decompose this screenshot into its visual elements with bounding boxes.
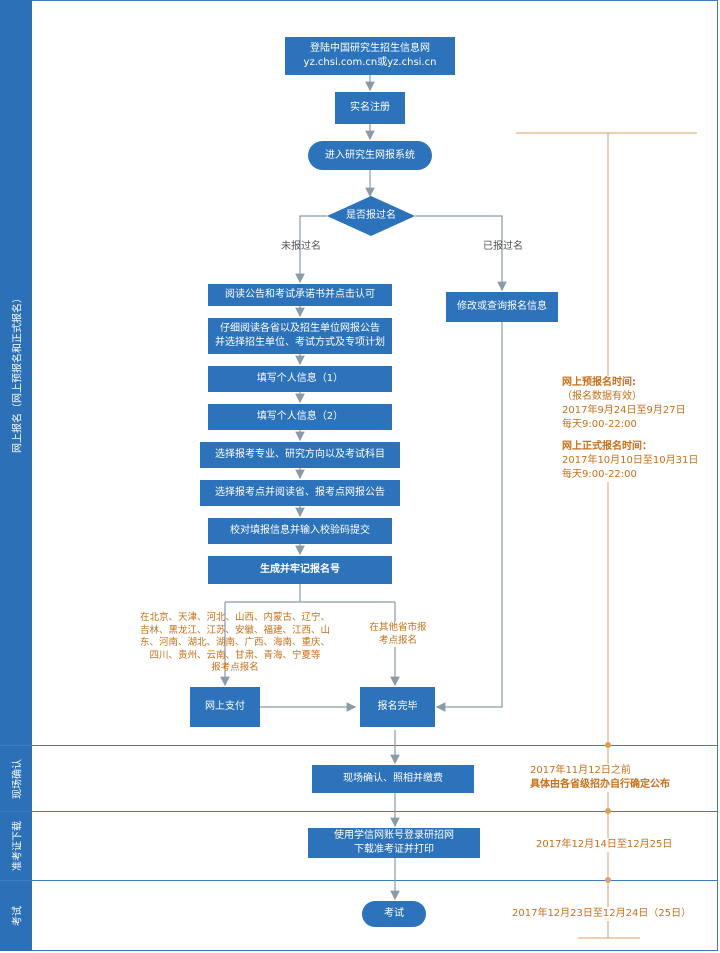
- register-node: 实名注册: [335, 92, 405, 124]
- download-line-1: 使用学信网账号登录研招网: [334, 830, 454, 841]
- verify-submit-node: 校对填报信息并输入校验码提交: [208, 518, 392, 544]
- choose-site-label: 选择报考点并阅读省、报考点网报公告: [215, 487, 385, 498]
- arrow: [415, 215, 507, 292]
- generate-number-node: 生成并牢记报名号: [208, 556, 392, 584]
- verify-submit-label: 校对填报信息并输入校验码提交: [230, 525, 370, 536]
- generate-number-label: 生成并牢记报名号: [260, 564, 340, 575]
- exam-node: 考试: [362, 901, 426, 927]
- pre-registration-title: 网上预报名时间:: [562, 377, 636, 388]
- read-details-line-1: 仔细阅读各省以及招生单位网报公告: [220, 323, 380, 334]
- province-note: 在北京、天津、河北、山西、内蒙古、辽宁、 吉林、黑龙江、江苏、安徽、福建、江西、…: [120, 612, 350, 675]
- arrow: [435, 322, 503, 712]
- province-note-line: 东、河南、湖北、湖南、广西、海南、重庆、: [139, 637, 330, 648]
- branch-not-registered: 未报过名: [281, 241, 321, 252]
- province-note-line: 四川、贵州、云南、甘肃、青海、宁夏等: [149, 649, 321, 661]
- registration-done-node: 报名完毕: [360, 687, 435, 727]
- confirm-time-info: 2017年11月12日之前 具体由各省级招办自行确定公布: [530, 764, 710, 792]
- modify-info-node: 修改或查询报名信息: [446, 292, 558, 322]
- lane-ticket-download: 准考证下载: [0, 812, 32, 880]
- timeline-marker: [605, 808, 611, 814]
- register-label: 实名注册: [350, 102, 390, 113]
- lane-onsite-confirm: 现场确认: [0, 746, 32, 811]
- province-note-line: 在北京、天津、河北、山西、内蒙古、辽宁、: [139, 612, 330, 623]
- read-details-node: 仔细阅读各省以及招生单位网报公告并选择招生单位、考试方式及专项计划: [208, 318, 392, 354]
- fill-info-1-node: 填写个人信息（1）: [208, 366, 392, 392]
- enter-system-label: 进入研究生网报系统: [325, 149, 415, 161]
- lane-divider: [0, 745, 718, 746]
- province-note-line: 报考点报名: [211, 662, 259, 673]
- login-node: 登陆中国研究生招生信息网 yz.chsi.com.cn或yz.chsi.cn: [285, 37, 455, 75]
- exam-label: 考试: [384, 908, 404, 919]
- login-line-1: 登陆中国研究生招生信息网: [310, 43, 430, 54]
- fill-info-2-label: 填写个人信息（2）: [256, 411, 344, 422]
- other-note-line: 考点报名: [378, 634, 417, 646]
- pre-registration-note: （报名数据有效）: [562, 391, 642, 402]
- enter-system-node: 进入研究生网报系统: [308, 141, 432, 170]
- pre-registration-dates: 2017年9月24日至9月27日: [562, 405, 686, 416]
- timeline-marker: [605, 742, 611, 748]
- read-announcement-node: 阅读公告和考试承诺书并点击认可: [208, 284, 392, 306]
- fill-info-1-label: 填写个人信息（1）: [256, 373, 344, 384]
- confirm-note: 具体由各省级招办自行确定公布: [530, 779, 670, 790]
- choose-major-label: 选择报考专业、研究方向以及考试科目: [215, 449, 385, 460]
- choose-major-node: 选择报考专业、研究方向以及考试科目: [200, 442, 400, 468]
- read-announcement-label: 阅读公告和考试承诺书并点击认可: [225, 289, 375, 300]
- lane-online-registration: 网上报名（网上预报名和正式报名）: [0, 0, 32, 745]
- other-province-note: 在其他省市报 考点报名: [358, 622, 438, 647]
- pre-registration-info: 网上预报名时间: （报名数据有效） 2017年9月24日至9月27日 每天9:0…: [562, 376, 702, 482]
- arrow: [295, 215, 327, 284]
- branch-registered: 已报过名: [483, 241, 523, 252]
- modify-info-label: 修改或查询报名信息: [457, 301, 547, 312]
- choose-site-node: 选择报考点并阅读省、报考点网报公告: [200, 480, 400, 506]
- pre-registration-hours: 每天9:00-22:00: [562, 419, 637, 430]
- download-line-2: 下载准考证并打印: [354, 844, 434, 855]
- onsite-confirm-label: 现场确认、照相并缴费: [343, 773, 443, 784]
- onsite-confirm-node: 现场确认、照相并缴费: [312, 765, 474, 793]
- online-payment-node: 网上支付: [190, 687, 260, 727]
- province-note-line: 吉林、黑龙江、江苏、安徽、福建、江西、山: [139, 624, 330, 636]
- decision-diamond: [327, 196, 415, 236]
- confirm-date: 2017年11月12日之前: [530, 765, 631, 776]
- formal-registration-dates: 2017年10月10日至10月31日: [562, 455, 699, 466]
- decision-label: 是否报过名: [346, 210, 396, 221]
- login-line-2: yz.chsi.com.cn或yz.chsi.cn: [303, 57, 437, 68]
- fill-info-2-node: 填写个人信息（2）: [208, 404, 392, 430]
- registration-done-label: 报名完毕: [377, 701, 418, 712]
- formal-registration-hours: 每天9:00-22:00: [562, 469, 637, 480]
- formal-registration-title: 网上正式报名时间：: [562, 441, 652, 452]
- timeline-marker: [605, 877, 611, 883]
- download-ticket-node: 使用学信网账号登录研招网下载准考证并打印: [308, 828, 480, 858]
- ticket-time-info: 2017年12月14日至12月25日: [536, 838, 706, 852]
- lane-divider: [0, 880, 718, 881]
- lane-exam: 考试: [0, 881, 32, 951]
- lane-divider: [0, 811, 718, 812]
- online-payment-label: 网上支付: [205, 701, 245, 712]
- exam-time-info: 2017年12月23日至12月24日（25日）: [512, 907, 712, 921]
- read-details-line-2: 并选择招生单位、考试方式及专项计划: [215, 337, 385, 348]
- other-note-line: 在其他省市报: [369, 622, 427, 633]
